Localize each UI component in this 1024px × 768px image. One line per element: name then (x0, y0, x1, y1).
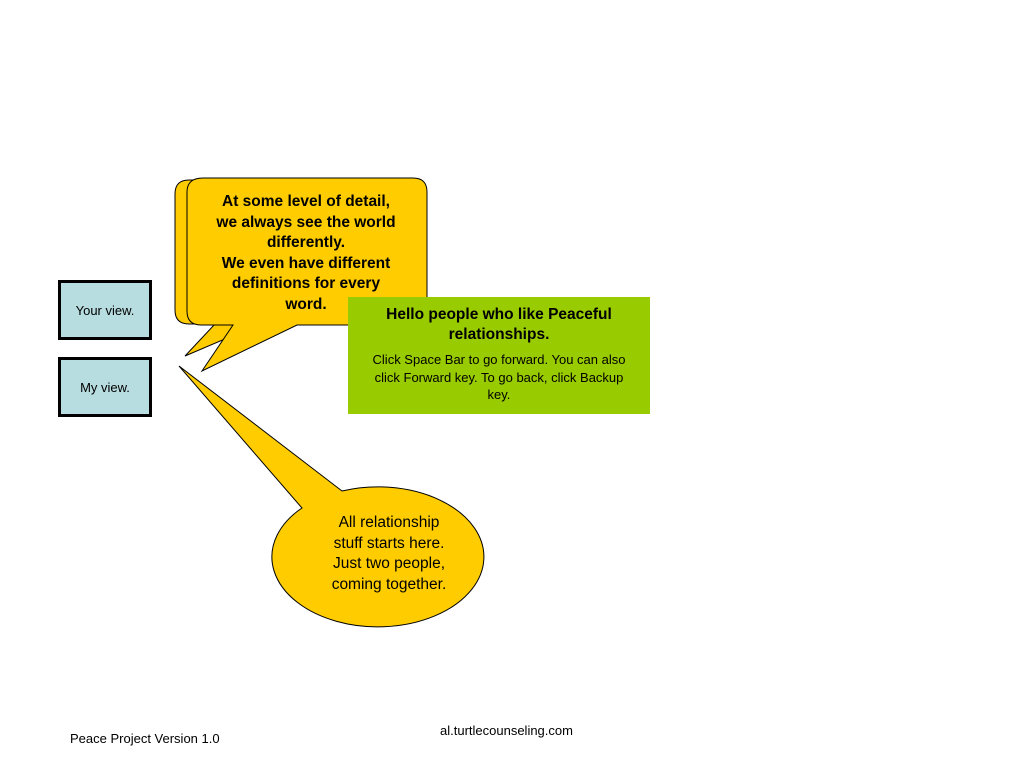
oval-line: All relationship (338, 514, 440, 531)
instructions-title: Hello people who like Peaceful relations… (386, 306, 612, 343)
callout-line: we always see the world (216, 213, 396, 231)
callout-line: We even have different (221, 254, 391, 272)
callout-line: definitions for every (231, 275, 381, 292)
your-view-box: Your view. (58, 280, 152, 340)
oval-callout-text: All relationship stuff starts here. Just… (300, 513, 478, 595)
callout-line: word. (285, 295, 327, 313)
oval-line: Just two people, (332, 555, 445, 572)
oval-line: coming together. (331, 575, 447, 593)
callout-line: At some level of detail, (222, 193, 390, 210)
instructions-box: Hello people who like Peaceful relations… (348, 297, 650, 414)
speech-bubble-text: At some level of detail, we always see t… (200, 192, 412, 315)
footer-site: al.turtlecounseling.com (440, 723, 573, 738)
oval-callout-shape (178, 365, 485, 628)
my-view-box: My view. (58, 357, 152, 417)
your-view-label: Your view. (75, 302, 135, 318)
footer-project-version: Peace Project Version 1.0 (70, 731, 220, 746)
callout-line: differently. (266, 234, 346, 251)
instructions-body: Click Space Bar to go forward. You can a… (372, 352, 626, 402)
oval-line: stuff starts here. (333, 534, 445, 552)
my-view-label: My view. (80, 379, 130, 395)
